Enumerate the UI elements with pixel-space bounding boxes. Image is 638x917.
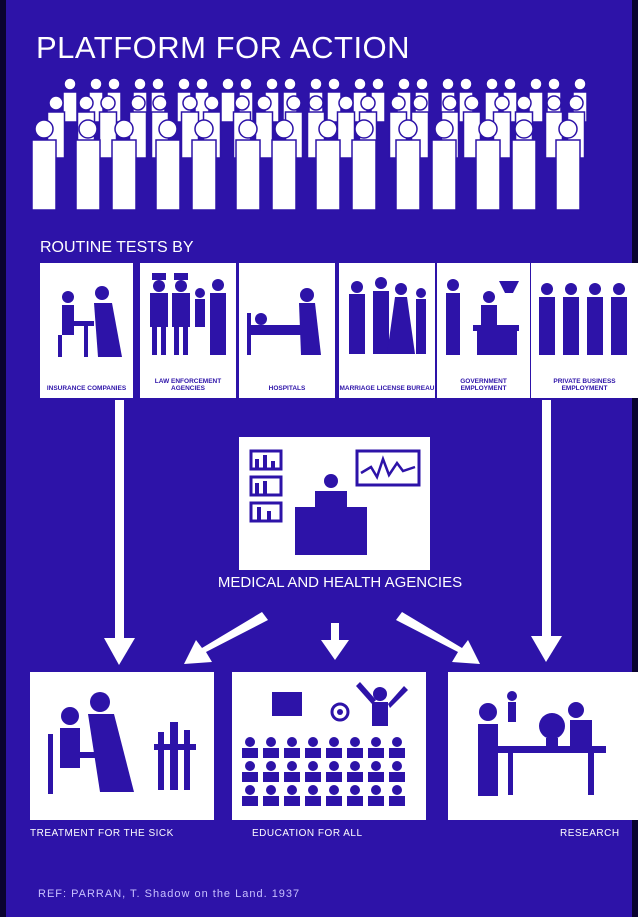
audience-member-icon xyxy=(308,761,318,771)
audience-member-body xyxy=(389,772,405,782)
audience-member-icon xyxy=(287,737,297,747)
audience-member-body xyxy=(242,748,258,758)
arrow-diag-right xyxy=(396,612,480,664)
audience-member-body xyxy=(347,772,363,782)
audience-member-icon xyxy=(371,737,381,747)
audience-member-icon xyxy=(245,737,255,747)
audience-member-body xyxy=(368,772,384,782)
arrow-left-head xyxy=(104,638,135,665)
audience-member-body xyxy=(326,796,342,806)
audience-member-body xyxy=(305,748,321,758)
audience-member-icon xyxy=(392,761,402,771)
doctor-patient-icon xyxy=(30,672,214,820)
audience-member-body xyxy=(263,796,279,806)
audience-member-icon xyxy=(266,761,276,771)
audience-member-body xyxy=(326,748,342,758)
outcome-panel-education xyxy=(232,672,426,820)
audience-member-body xyxy=(389,748,405,758)
audience-member-body xyxy=(242,772,258,782)
audience-member-icon xyxy=(350,737,360,747)
audience-member-body xyxy=(347,796,363,806)
outcome-label-research: RESEARCH xyxy=(560,828,620,839)
audience-member-body xyxy=(305,796,321,806)
audience-member-icon xyxy=(350,785,360,795)
audience-member-body xyxy=(284,748,300,758)
audience-member-icon xyxy=(371,761,381,771)
audience-member-body xyxy=(368,796,384,806)
audience-member-body xyxy=(263,772,279,782)
audience-member-body xyxy=(347,748,363,758)
audience-member-icon xyxy=(329,761,339,771)
arrow-diag-left xyxy=(184,612,268,664)
microscope-lab-icon xyxy=(448,672,638,820)
arrow-down-head xyxy=(321,640,349,660)
audience-member-icon xyxy=(287,761,297,771)
audience-member-icon xyxy=(350,761,360,771)
audience-member-icon xyxy=(287,785,297,795)
audience-member-icon xyxy=(392,785,402,795)
audience-member-body xyxy=(368,748,384,758)
arrow-left-shaft xyxy=(115,400,124,640)
reference-citation: REF: PARRAN, T. Shadow on the Land. 1937 xyxy=(38,888,300,900)
audience-member-icon xyxy=(329,785,339,795)
audience-member-icon xyxy=(266,785,276,795)
audience-member-icon xyxy=(371,785,381,795)
audience-member-body xyxy=(389,796,405,806)
audience-member-icon xyxy=(245,761,255,771)
outcome-label-treatment: TREATMENT FOR THE SICK xyxy=(30,828,174,839)
audience-member-body xyxy=(305,772,321,782)
arrow-right-shaft xyxy=(542,400,551,638)
arrow-right-head xyxy=(531,636,562,662)
audience-member-body xyxy=(284,796,300,806)
audience-member-body xyxy=(242,796,258,806)
arrow-down-shaft xyxy=(331,623,339,641)
audience-member-body xyxy=(326,772,342,782)
outcome-label-education: EDUCATION FOR ALL xyxy=(252,828,363,839)
outcome-panel-treatment xyxy=(30,672,214,820)
audience-member-icon xyxy=(308,737,318,747)
audience-member-icon xyxy=(329,737,339,747)
audience-member-icon xyxy=(266,737,276,747)
lecture-audience-icon xyxy=(232,672,426,820)
outcome-panel-research xyxy=(448,672,638,820)
audience-member-icon xyxy=(245,785,255,795)
audience-member-icon xyxy=(308,785,318,795)
audience-member-body xyxy=(284,772,300,782)
audience-member-icon xyxy=(392,737,402,747)
audience-member-body xyxy=(263,748,279,758)
